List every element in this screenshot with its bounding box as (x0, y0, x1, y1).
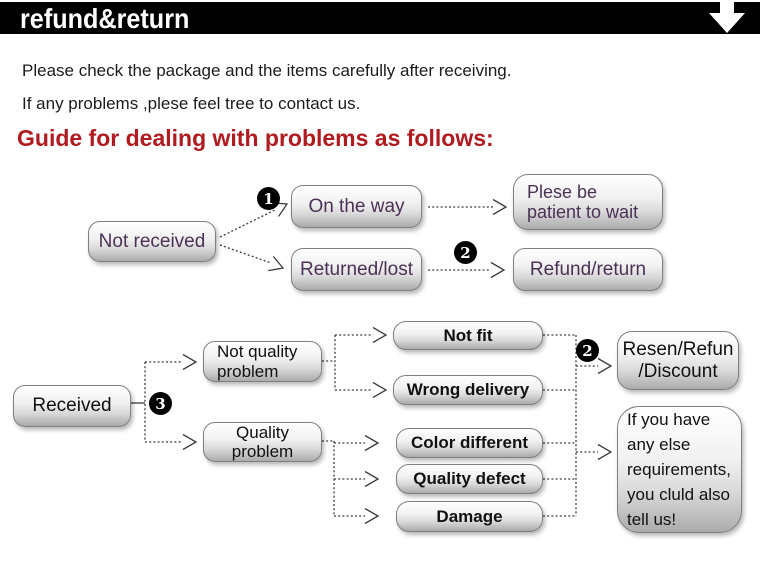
node-other-requirements: If you have any else requirements, you c… (617, 406, 742, 533)
intro-line-2: If any problems ,plese feel tree to cont… (22, 94, 361, 113)
node-not-received: Not received (88, 221, 216, 262)
node-damage: Damage (396, 501, 543, 532)
node-received: Received (13, 385, 131, 427)
step-badge-2-flow2: 2 (576, 339, 599, 362)
node-resend-refund-discount: Resen/Refun /Discount (617, 331, 739, 390)
node-refund-return: Refund/return (513, 248, 663, 291)
node-patient-to-wait: Plese be patient to wait (513, 174, 663, 230)
node-quality-defect: Quality defect (396, 464, 543, 494)
header-bar (0, 2, 760, 34)
step-badge-1: 1 (257, 187, 280, 210)
page-title: refund&return (20, 3, 190, 34)
node-wrong-delivery: Wrong delivery (393, 375, 543, 405)
node-returned-lost: Returned/lost (291, 248, 422, 291)
guide-heading: Guide for dealing with problems as follo… (17, 125, 494, 151)
node-quality-problem: Quality problem (203, 422, 322, 462)
node-not-fit: Not fit (393, 321, 543, 350)
node-color-different: Color different (396, 428, 543, 458)
node-on-the-way: On the way (291, 185, 422, 228)
intro-line-1: Please check the package and the items c… (22, 61, 512, 80)
node-not-quality-problem: Not quality problem (203, 341, 322, 382)
down-arrow-icon (709, 0, 745, 33)
step-badge-3: 3 (149, 392, 172, 415)
step-badge-2: 2 (454, 241, 477, 264)
